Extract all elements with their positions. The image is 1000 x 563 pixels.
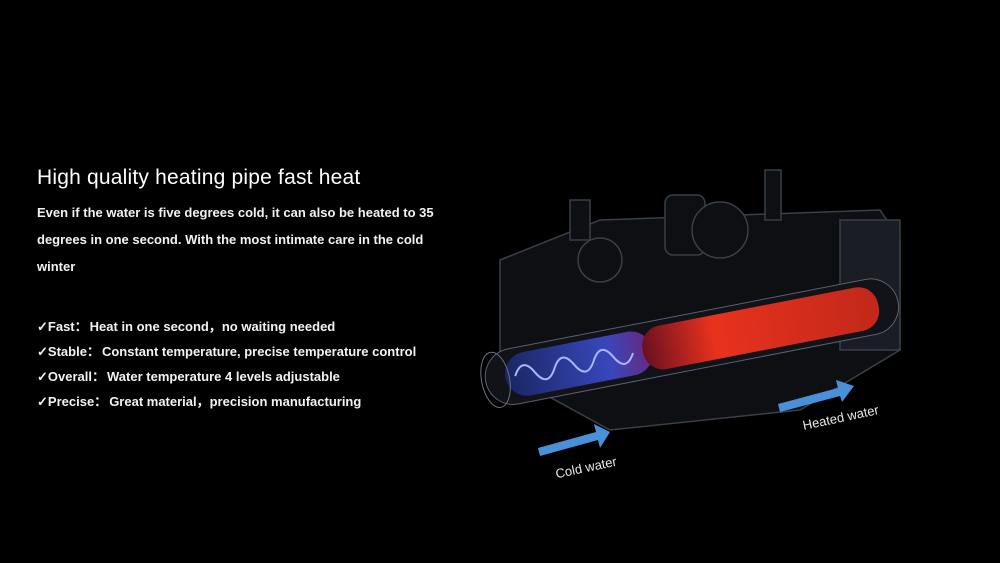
check-icon: ✓ (37, 344, 48, 359)
page-title: High quality heating pipe fast heat (37, 166, 361, 189)
check-icon: ✓ (37, 319, 48, 334)
check-icon: ✓ (37, 369, 48, 384)
heated-water-arrow-icon (778, 380, 854, 412)
feature-item: ✓Fast：Heat in one second，no waiting need… (37, 319, 336, 334)
feature-list: ✓Fast：Heat in one second，no waiting need… (37, 314, 416, 414)
feature-item: ✓Stable：Constant temperature, precise te… (37, 344, 417, 359)
feature-item: ✓Overall：Water temperature 4 levels adju… (37, 369, 340, 384)
heating-tube (480, 278, 900, 408)
cold-water-arrow-icon (538, 424, 610, 456)
description: Even if the water is five degrees cold, … (37, 205, 434, 274)
check-icon: ✓ (37, 394, 48, 409)
heating-pipe-illustration (480, 169, 901, 456)
feature-item: ✓Precise：Great material，precision manufa… (37, 394, 362, 409)
